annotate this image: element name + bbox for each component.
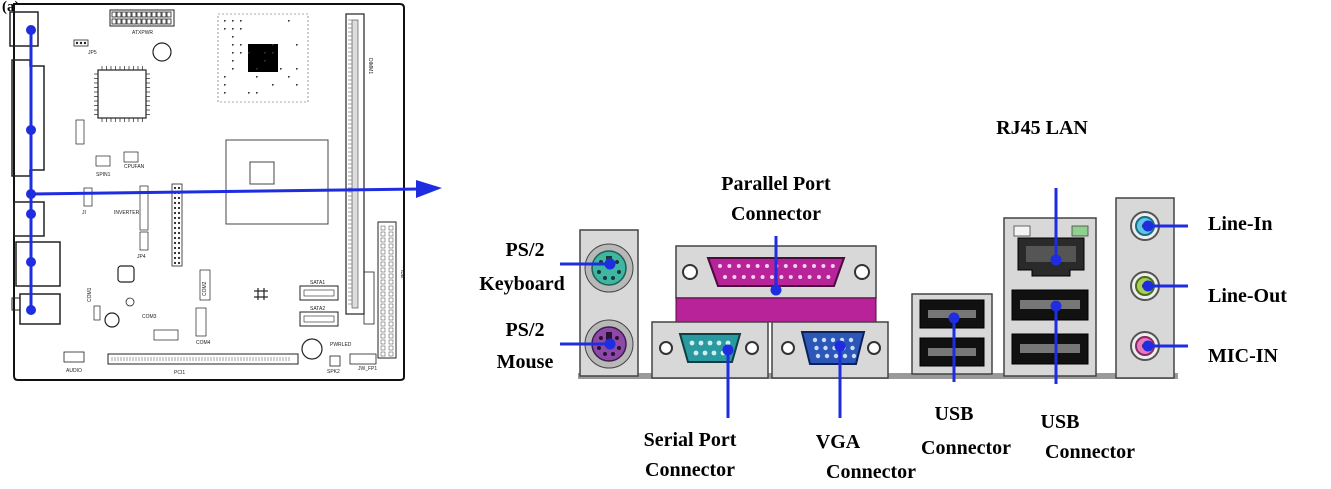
silk-sata1: SATA1 bbox=[310, 280, 325, 286]
silk-com1: COM1 bbox=[87, 287, 93, 302]
board-hole-left bbox=[105, 313, 119, 327]
motherboard-layout: (a) ATXPWR DIMM1 bbox=[2, 0, 442, 380]
silk-atxpwr: ATXPWR bbox=[132, 30, 153, 36]
silk-spin1: SPIN1 bbox=[96, 172, 111, 178]
label-ps2kb-line2: Keyboard bbox=[462, 272, 582, 296]
board-small-circle bbox=[126, 298, 134, 306]
ps2-port-stack bbox=[580, 230, 638, 376]
silk-jp5: JP5 bbox=[88, 50, 97, 56]
label-usb1-line2: Connector bbox=[906, 436, 1026, 460]
board-small-chip bbox=[118, 266, 134, 282]
serial-port bbox=[652, 322, 768, 378]
label-mic-in: MIC-IN bbox=[1208, 344, 1308, 368]
vga-port bbox=[772, 322, 888, 378]
usb-stack-1 bbox=[912, 294, 992, 374]
label-rj45-lan: RJ45 LAN bbox=[972, 116, 1112, 140]
label-vga-line2: Connector bbox=[816, 460, 926, 484]
silk-inverter: INVERTER bbox=[114, 210, 140, 216]
silk-jwfp1: JW_FP1 bbox=[358, 366, 377, 372]
label-line-out: Line-Out bbox=[1208, 284, 1318, 308]
cpu-area bbox=[226, 140, 328, 224]
label-parallel-line2: Connector bbox=[686, 202, 866, 226]
label-line-in: Line-In bbox=[1208, 212, 1298, 236]
qfp-chip bbox=[94, 66, 150, 122]
silk-spk2: SPK2 bbox=[327, 369, 340, 375]
silk-ji: JI bbox=[82, 210, 86, 216]
silk-com2: COM2 bbox=[202, 281, 208, 296]
board-hole-bottom bbox=[302, 339, 322, 359]
label-ps2mouse-line1: PS/2 bbox=[470, 318, 580, 342]
label-serial-line1: Serial Port bbox=[620, 428, 760, 452]
silk-jp4: JP4 bbox=[137, 254, 146, 260]
label-parallel-line1: Parallel Port bbox=[686, 172, 866, 196]
label-ps2kb-line1: PS/2 bbox=[470, 238, 580, 262]
silk-pwrled: PWRLED bbox=[330, 342, 352, 348]
lan-usb-stack bbox=[1004, 218, 1096, 376]
silk-dimm1: DIMM1 bbox=[367, 58, 373, 74]
silk-com4: COM4 bbox=[196, 340, 211, 346]
silk-pci1: PCI1 bbox=[174, 370, 185, 376]
label-usb1-line1: USB bbox=[904, 402, 1004, 426]
label-ps2mouse-line2: Mouse bbox=[470, 350, 580, 374]
silk-com3: COM3 bbox=[142, 314, 157, 320]
bga-chip bbox=[218, 14, 308, 102]
label-vga-line1: VGA bbox=[798, 430, 878, 454]
io-panel bbox=[560, 188, 1188, 418]
silk-ide: IDE bbox=[399, 270, 405, 279]
board-hole-top bbox=[153, 43, 171, 61]
label-usb2-line2: Connector bbox=[1030, 440, 1150, 464]
label-usb2-line1: USB bbox=[1010, 410, 1110, 434]
silk-cpufan: CPUFAN bbox=[124, 164, 145, 170]
label-serial-line2: Connector bbox=[620, 458, 760, 482]
silk-sata2: SATA2 bbox=[310, 306, 325, 312]
silk-audio: AUDIO bbox=[66, 368, 82, 374]
